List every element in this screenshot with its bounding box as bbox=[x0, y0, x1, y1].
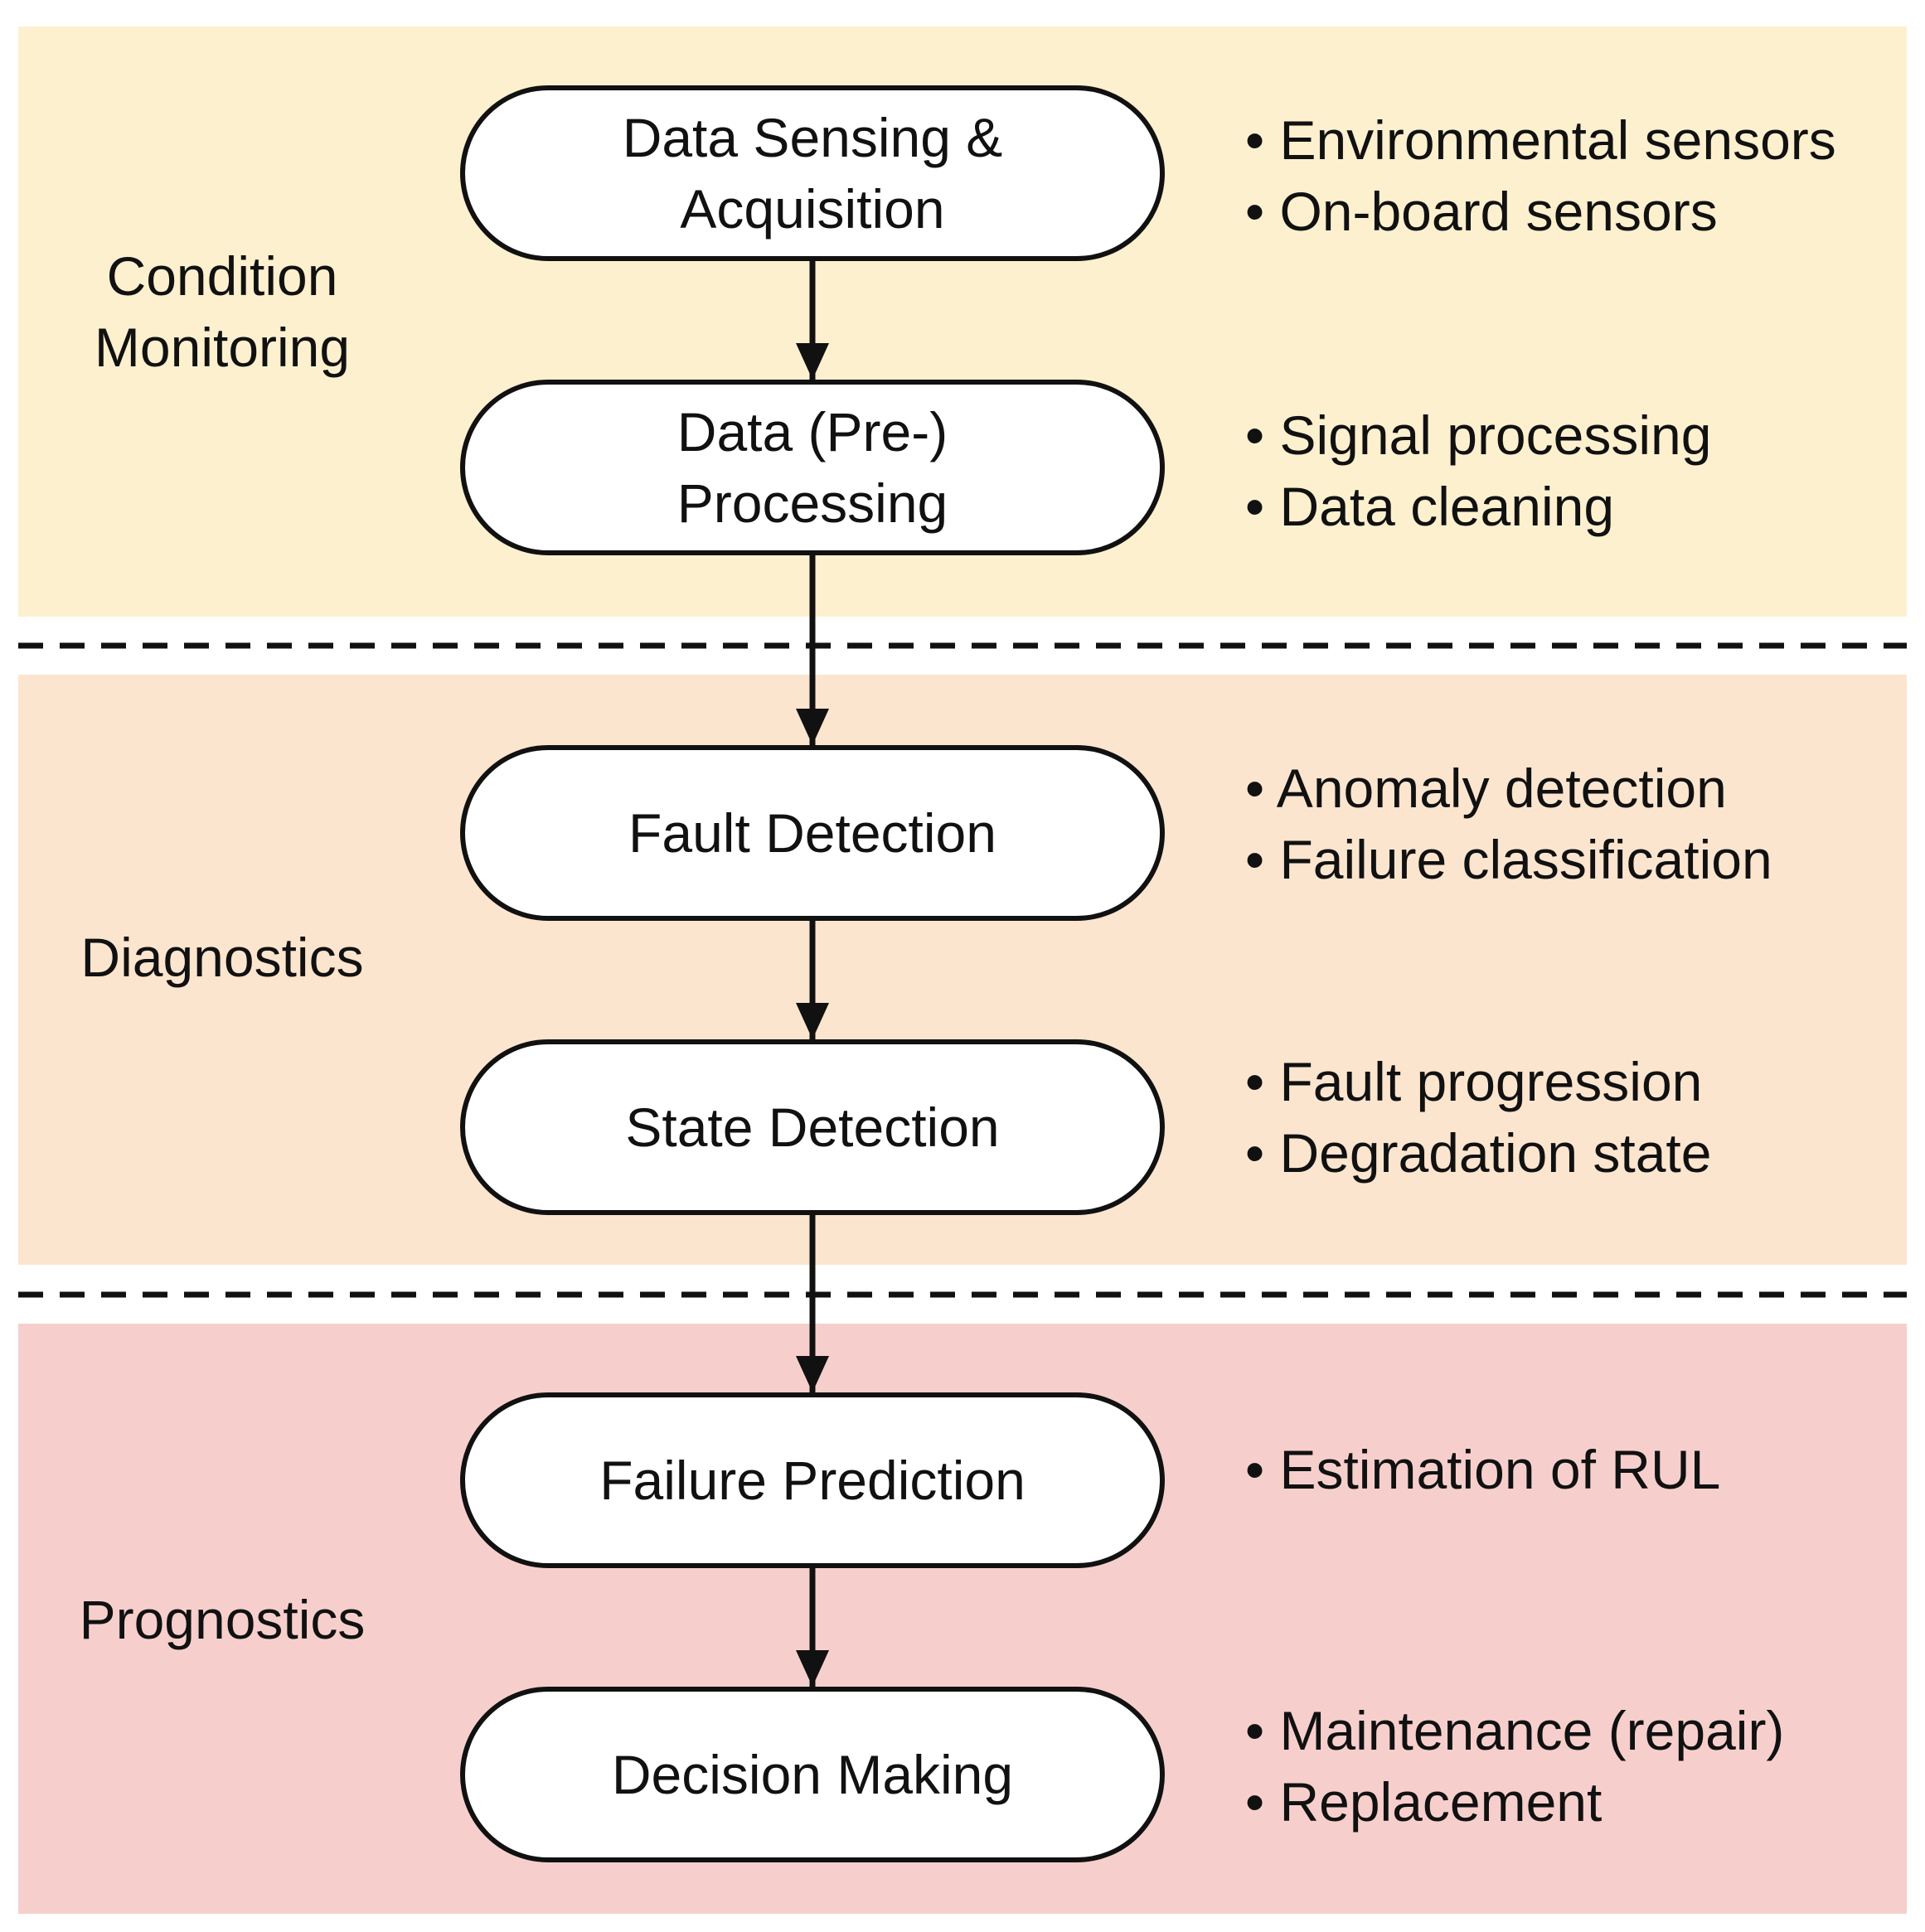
step-label: State Detection bbox=[625, 1097, 1000, 1158]
phase-label-prognostics: Prognostics bbox=[79, 1589, 366, 1650]
arrowhead-icon bbox=[796, 1356, 829, 1392]
bullet-list-fault-detection: • Anomaly detection • Failure classifica… bbox=[1245, 753, 1772, 895]
step-fault-detection: Fault Detection bbox=[460, 745, 1165, 921]
arrowhead-icon bbox=[796, 343, 829, 380]
phase-label-condition-monitoring: Condition Monitoring bbox=[94, 245, 351, 378]
step-state-detection: State Detection bbox=[460, 1039, 1165, 1215]
phase-label-diagnostics: Diagnostics bbox=[80, 927, 364, 988]
step-label: Data Sensing & Acquisition bbox=[622, 107, 1003, 240]
step-label: Data (Pre-) Processing bbox=[676, 401, 948, 534]
step-decision-making: Decision Making bbox=[460, 1687, 1165, 1862]
bullet-list-failure-prediction: • Estimation of RUL bbox=[1245, 1434, 1720, 1505]
step-label: Fault Detection bbox=[628, 802, 996, 864]
step-data-preprocessing: Data (Pre-) Processing bbox=[460, 380, 1165, 555]
bullet-list-state-detection: • Fault progression • Degradation state bbox=[1245, 1046, 1711, 1189]
bullet-item: • Signal processing bbox=[1245, 404, 1712, 466]
step-failure-prediction: Failure Prediction bbox=[460, 1392, 1165, 1568]
bullet-item: • Failure classification bbox=[1245, 829, 1772, 890]
bullet-list-data-sensing: • Environmental sensors • On-board senso… bbox=[1245, 104, 1836, 247]
bullet-item: • Maintenance (repair) bbox=[1245, 1700, 1785, 1761]
bullet-list-preprocessing: • Signal processing • Data cleaning bbox=[1245, 399, 1711, 542]
step-label: Decision Making bbox=[611, 1744, 1014, 1805]
arrowhead-icon bbox=[796, 709, 829, 745]
arrowhead-icon bbox=[796, 1650, 829, 1687]
bullet-item: • Estimation of RUL bbox=[1245, 1439, 1721, 1500]
bullet-item: • Replacement bbox=[1245, 1771, 1603, 1833]
bullet-list-decision-making: • Maintenance (repair) • Replacement bbox=[1245, 1695, 1784, 1838]
step-data-sensing-acquisition: Data Sensing & Acquisition bbox=[460, 85, 1165, 261]
bullet-item: • On-board sensors bbox=[1245, 181, 1718, 242]
bullet-item: • Fault progression bbox=[1245, 1051, 1703, 1112]
bullet-item: • Anomaly detection bbox=[1245, 758, 1727, 819]
bullet-item: • Degradation state bbox=[1245, 1122, 1712, 1184]
step-label: Failure Prediction bbox=[599, 1450, 1026, 1511]
bullet-item: • Data cleaning bbox=[1245, 476, 1615, 537]
arrowhead-icon bbox=[796, 1003, 829, 1039]
bullet-item: • Environmental sensors bbox=[1245, 109, 1836, 171]
